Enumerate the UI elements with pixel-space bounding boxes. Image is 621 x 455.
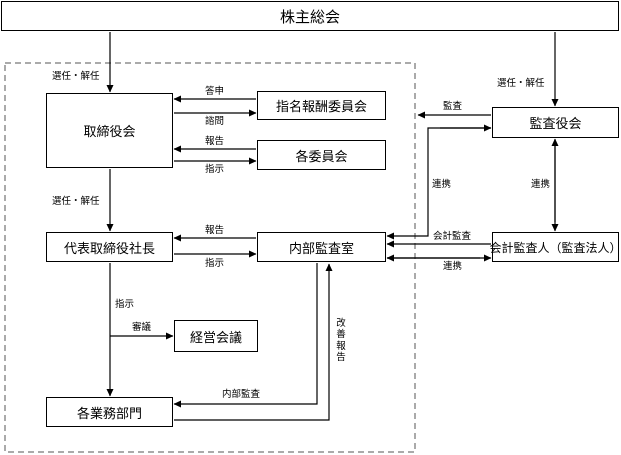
accounting-auditor-box: 会計監査人（監査法人） [489,232,621,262]
nomination-compensation-committee-box: 指名報酬委員会 [257,91,386,120]
internal-audit-office-box: 内部監査室 [257,232,386,262]
management-meeting-box: 経営会議 [174,320,258,352]
label-elect-dismiss-audit: 選任・解任 [497,78,545,89]
audit-board-box: 監査役会 [492,107,619,138]
label-audit: 監査 [443,101,463,112]
committees-box: 各委員会 [257,140,386,170]
label-answer: 答申 [205,86,225,97]
nomination-compensation-committee-label: 指名報酬委員会 [275,100,367,115]
label-elect-dismiss-president: 選任・解任 [52,196,100,207]
label-cooperation-internal: 連携 [432,179,452,190]
improvement-report-char-1: 改 [336,318,346,329]
business-divisions-label: 各業務部門 [76,406,142,422]
label-inquiry: 諮問 [205,116,225,127]
label-cooperation-audit: 連携 [531,179,551,190]
label-elect-dismiss-board: 選任・解任 [52,71,100,82]
management-meeting-label: 経営会議 [189,330,242,346]
label-accounting-audit: 会計監査 [433,231,472,242]
accounting-auditor-label: 会計監査人（監査法人） [489,240,621,255]
shareholders-meeting-box: 株主総会 [1,1,619,31]
arrow-internal-divisions [173,263,318,408]
board-of-directors-box: 取締役会 [46,93,173,168]
internal-audit-office-label: 内部監査室 [288,241,354,257]
arrow-divisions-internal [174,263,333,421]
label-internal-audit: 内部監査 [222,389,261,400]
label-instruct-internal: 指示 [205,258,225,269]
president-box: 代表取締役社長 [46,232,173,262]
audit-board-label: 監査役会 [529,117,582,132]
label-instruct-divisions: 指示 [115,299,135,310]
shareholders-meeting-label: 株主総会 [279,7,340,26]
improvement-report-char-3: 報 [336,340,346,352]
president-label: 代表取締役社長 [63,241,155,257]
label-deliberation: 審議 [132,322,152,333]
label-report-committees: 報告 [205,136,225,147]
label-improvement-report: 改 善 報 告 [335,318,347,364]
label-report-internal: 報告 [205,225,225,236]
improvement-report-char-2: 善 [336,329,346,341]
improvement-report-char-4: 告 [336,352,346,364]
board-of-directors-label: 取締役会 [83,125,136,140]
label-instruct-committees: 指示 [205,164,225,175]
business-divisions-box: 各業務部門 [46,397,173,427]
committees-label: 各委員会 [295,149,348,165]
label-cooperation-accountant: 連携 [443,261,463,272]
